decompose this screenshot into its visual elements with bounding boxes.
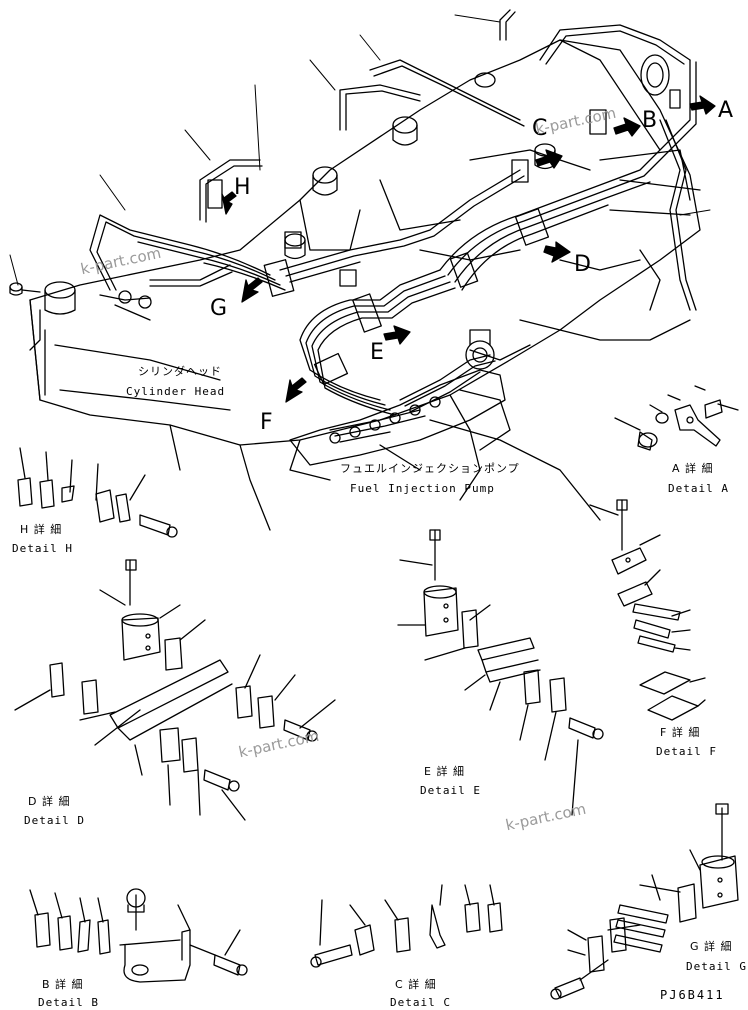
detail-f-label-jp: F 詳 細 bbox=[660, 726, 701, 739]
detail-g-label: Detail G bbox=[686, 960, 747, 973]
detail-f-label: Detail F bbox=[656, 745, 717, 758]
fuel-injection-pump bbox=[289, 329, 511, 466]
injection-lines bbox=[89, 9, 697, 443]
callout-a: A bbox=[718, 98, 734, 123]
detail-e-label: Detail E bbox=[420, 784, 481, 797]
cylinder-head-bolt bbox=[9, 282, 152, 321]
detail-h-label: Detail H bbox=[12, 542, 73, 555]
fuel-pump-label-jp: フュエルインジェクションポンプ bbox=[340, 462, 520, 475]
detail-f-parts bbox=[589, 499, 706, 721]
detail-h-label-jp: H 詳 細 bbox=[20, 523, 63, 536]
detail-b-label-jp: B 詳 細 bbox=[42, 978, 84, 991]
detail-e-label-jp: E 詳 細 bbox=[424, 765, 465, 778]
detail-h-parts bbox=[17, 447, 178, 538]
detail-d-label-jp: D 詳 細 bbox=[28, 795, 71, 808]
callout-c: C bbox=[532, 116, 548, 141]
cylinder-head-label-jp: シリンダヘッド bbox=[138, 365, 222, 378]
detail-b-label: Detail B bbox=[38, 996, 99, 1009]
callout-e: E bbox=[370, 340, 384, 365]
detail-d-parts bbox=[14, 559, 336, 821]
callout-g: G bbox=[210, 296, 228, 321]
detail-b-parts bbox=[29, 888, 248, 983]
cylinder-head-label: Cylinder Head bbox=[126, 385, 226, 398]
callout-b: B bbox=[642, 108, 658, 133]
callout-h: H bbox=[234, 175, 251, 200]
detail-g-parts bbox=[550, 803, 739, 1000]
detail-e-parts bbox=[397, 529, 604, 816]
detail-c-parts bbox=[310, 884, 503, 968]
callout-f: F bbox=[260, 410, 273, 435]
fuel-pump-label: Fuel Injection Pump bbox=[350, 482, 495, 495]
detail-d-label: Detail D bbox=[24, 814, 85, 827]
detail-a-parts bbox=[614, 385, 739, 451]
leader-lines bbox=[9, 14, 711, 286]
detail-c-label: Detail C bbox=[390, 996, 451, 1009]
detail-a-label-jp: A 詳 細 bbox=[672, 462, 714, 475]
detail-g-label-jp: G 詳 細 bbox=[690, 940, 733, 953]
drawing-code: PJ6B411 bbox=[660, 988, 725, 1002]
detail-a-label: Detail A bbox=[668, 482, 729, 495]
line-clamps bbox=[207, 89, 681, 386]
cylinder-head-block bbox=[29, 39, 701, 531]
callout-d: D bbox=[574, 252, 591, 277]
detail-c-label-jp: C 詳 細 bbox=[395, 978, 437, 991]
callout-arrows bbox=[221, 95, 716, 403]
